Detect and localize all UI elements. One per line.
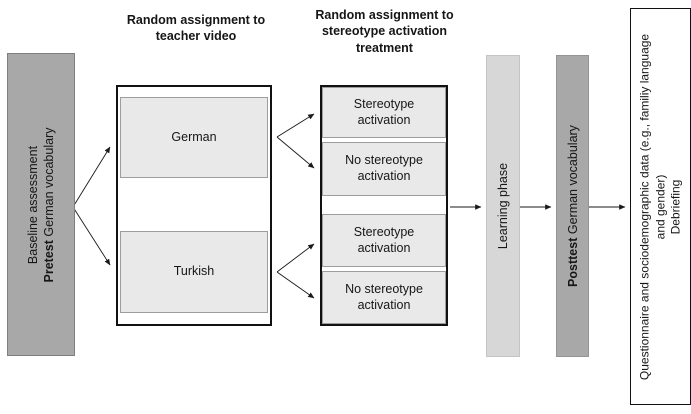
questionnaire-line1: Questionnaire and sociodemographic data … xyxy=(637,33,667,380)
german-no-stereotype-activation-label: No stereotype activation xyxy=(345,153,423,183)
arrow-pretest-to-turkish xyxy=(72,206,111,266)
learning-phase-label: Learning phase xyxy=(495,162,510,250)
german-group-label: German xyxy=(171,129,217,144)
teacher-video-box: German Turkish xyxy=(116,85,272,326)
pretest-bar: Baseline assessment Pretest German vocab… xyxy=(7,53,75,356)
arrow-pretest-to-german xyxy=(72,146,111,208)
arrow-turkish-to-stereotype xyxy=(276,243,315,273)
german-stereotype-activation-label: Stereotype activation xyxy=(353,96,415,127)
learning-phase-bar: Learning phase xyxy=(486,55,520,357)
pretest-line1: Baseline assessment xyxy=(25,145,40,264)
turkish-group-box: Turkish xyxy=(120,231,268,313)
header-stereotype-treatment: Random assignment to stereotype activati… xyxy=(315,8,454,55)
questionnaire-label: Questionnaire and sociodemographic data … xyxy=(637,23,684,391)
pretest-line2: Pretest German vocabulary xyxy=(41,60,57,350)
turkish-no-stereotype-activation-box: No stereotype activation xyxy=(322,271,446,324)
arrow-german-to-stereotype xyxy=(276,113,315,138)
arrow-turkish-to-no-stereotype xyxy=(276,271,315,299)
turkish-group-label: Turkish xyxy=(173,264,215,279)
turkish-no-stereotype-activation-label: No stereotype activation xyxy=(345,281,423,312)
posttest-bold: Posttest xyxy=(565,237,580,287)
posttest-rest: German vocabulary xyxy=(565,125,580,238)
arrow-german-to-no-stereotype xyxy=(276,136,315,169)
stereotype-treatment-box: Stereotype activation No stereotype acti… xyxy=(320,85,448,326)
german-group-box: German xyxy=(120,97,268,178)
german-stereotype-activation-box: Stereotype activation xyxy=(322,87,446,138)
header-teacher-video: Random assignment to teacher video xyxy=(126,13,266,44)
german-no-stereotype-activation-box: No stereotype activation xyxy=(322,142,446,196)
pretest-bold: Pretest xyxy=(42,239,56,282)
posttest-bar: Posttest German vocabulary xyxy=(556,55,589,357)
turkish-stereotype-activation-label: Stereotype activation xyxy=(353,224,415,255)
pretest-bar-label: Baseline assessment Pretest German vocab… xyxy=(25,60,58,350)
posttest-bar-label: Posttest German vocabulary xyxy=(564,125,580,287)
questionnaire-line2: Debriefing xyxy=(668,179,683,234)
questionnaire-box: Questionnaire and sociodemographic data … xyxy=(630,8,691,405)
turkish-stereotype-activation-box: Stereotype activation xyxy=(322,214,446,267)
pretest-rest: German vocabulary xyxy=(42,127,56,240)
